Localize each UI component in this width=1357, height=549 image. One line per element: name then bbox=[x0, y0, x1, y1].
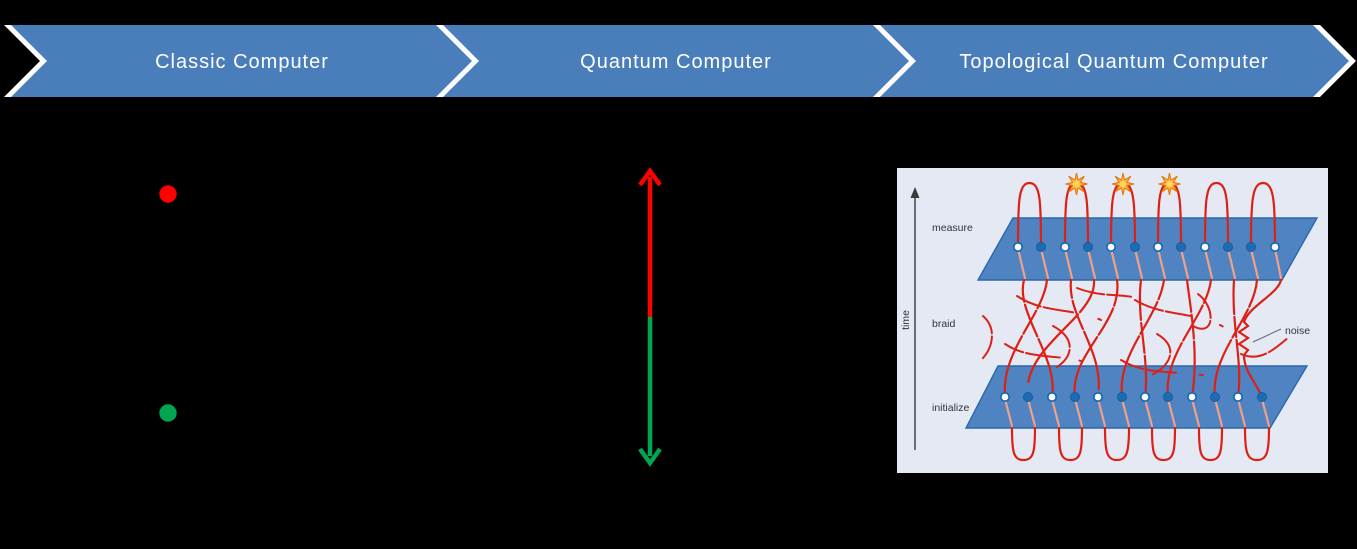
anyon-dot bbox=[1175, 242, 1186, 253]
anyon-dots-measure bbox=[1012, 241, 1281, 253]
noise-squiggle bbox=[1237, 278, 1283, 399]
anyon-dot bbox=[1046, 391, 1058, 403]
qubit-superposition-arrow bbox=[638, 167, 662, 467]
anyon-dot bbox=[1222, 242, 1233, 253]
chevron-topological-quantum-computer bbox=[880, 25, 1349, 97]
anyon-dot bbox=[999, 391, 1011, 403]
measure-plane bbox=[976, 217, 1319, 281]
anyon-dot bbox=[1129, 242, 1140, 253]
noise-pointer-line bbox=[1252, 328, 1282, 343]
anyon-dot bbox=[1186, 391, 1198, 403]
anyon-dot bbox=[1092, 391, 1104, 403]
anyon-dot bbox=[1152, 241, 1164, 253]
chevron-classic-computer bbox=[11, 25, 472, 97]
time-axis-arrow-icon bbox=[910, 187, 920, 198]
fusion-star-icon bbox=[1111, 172, 1135, 196]
chevron-quantum-computer bbox=[443, 25, 909, 97]
anyon-dot bbox=[1199, 241, 1211, 253]
classic-bit-states bbox=[159, 185, 177, 422]
anyon-dot bbox=[1082, 242, 1093, 253]
anyon-dot bbox=[1245, 242, 1256, 253]
anyon-dot bbox=[1012, 241, 1024, 253]
measure-label: measure bbox=[932, 222, 973, 234]
anyon-dot bbox=[1139, 391, 1151, 403]
process-banner: Classic Computer Quantum Computer Topolo… bbox=[4, 25, 1356, 97]
classic-bit-green-dot bbox=[159, 404, 177, 422]
classic-bit-red-dot bbox=[159, 185, 177, 203]
chevron-label-quantum: Quantum Computer bbox=[580, 51, 772, 73]
through-plane-strands bbox=[1003, 247, 1283, 428]
chevron-label-topological: Topological Quantum Computer bbox=[959, 51, 1268, 73]
anyon-dot bbox=[1035, 242, 1046, 253]
braid-label: braid bbox=[932, 318, 956, 330]
fusion-star-icon bbox=[1158, 172, 1181, 196]
anyon-dot bbox=[1256, 391, 1267, 402]
anyon-dot bbox=[1232, 391, 1244, 403]
measure-loops bbox=[1016, 181, 1277, 249]
anyon-dot bbox=[1116, 391, 1127, 402]
time-axis-label: time bbox=[900, 310, 912, 330]
noise-label: noise bbox=[1285, 325, 1310, 337]
fusion-star-icon bbox=[1065, 172, 1088, 196]
anyon-dot bbox=[1059, 241, 1071, 253]
anyon-dot bbox=[1162, 391, 1173, 402]
down-arrowhead-icon bbox=[638, 447, 662, 467]
initialize-label: initialize bbox=[932, 402, 970, 414]
anyon-dot bbox=[1069, 391, 1080, 402]
anyon-dots-initialize bbox=[999, 391, 1267, 403]
initialize-plane bbox=[964, 365, 1309, 429]
initialize-loops bbox=[1010, 426, 1271, 462]
anyon-dot bbox=[1105, 241, 1117, 253]
topological-figure: time measure braid initialize bbox=[897, 168, 1328, 473]
up-arrowhead-icon bbox=[638, 167, 662, 187]
anyon-dot bbox=[1269, 241, 1281, 253]
braid-strands bbox=[978, 278, 1294, 399]
time-axis: time bbox=[900, 187, 920, 450]
anyon-dot bbox=[1209, 391, 1220, 402]
chevron-label-classic: Classic Computer bbox=[155, 51, 329, 73]
anyon-dot bbox=[1023, 391, 1034, 402]
